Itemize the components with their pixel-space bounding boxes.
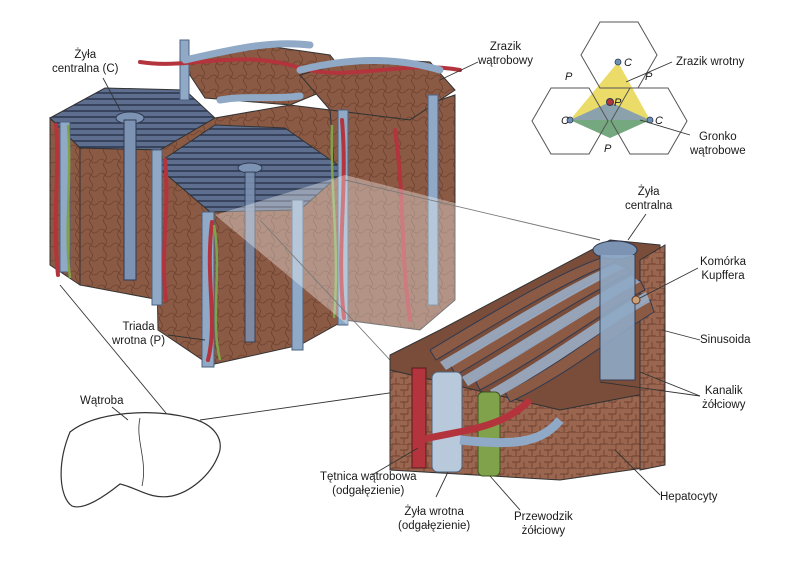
section-bile-duct (478, 392, 500, 476)
section-side (640, 245, 665, 470)
liver-outline (61, 413, 220, 507)
label-liver-acinus: Gronko wątrobowe (690, 130, 746, 158)
label-hepatocytes: Hepatocyty (660, 490, 718, 504)
section-artery (412, 368, 426, 468)
hex-label-c-top: C (624, 57, 632, 69)
hex-portal-triad-center (607, 99, 614, 106)
label-bile-ductule: Przewodzik żółciowy (514, 510, 573, 538)
hex-central-vein-top (615, 59, 621, 65)
label-portal-triad: Triada wrotna (P) (112, 320, 165, 348)
label-sinusoid: Sinusoida (700, 333, 751, 347)
label-hepatic-lobule: Zrazik wątrobowy (478, 40, 533, 68)
label-central-vein-c: Żyła centralna (C) (52, 48, 118, 76)
central-vein-left (124, 120, 136, 280)
section-portal-vein (432, 372, 462, 472)
central-vein-front (245, 172, 255, 342)
label-bile-canaliculus: Kanalik żółciowy (702, 384, 745, 412)
hex-schematic: C C C P P P P (532, 22, 687, 155)
label-portal-vein: Żyła wrotna (odgałęzienie) (398, 505, 470, 533)
label-liver: Wątroba (80, 394, 123, 408)
hex-label-p-left: P (565, 71, 573, 83)
sinusoid-central-vein-body (600, 255, 635, 380)
label-portal-lobule: Zrazik wrotny (676, 55, 744, 69)
hex-label-c-left: C (561, 115, 569, 127)
label-kupffer-cell: Komórka Kupffera (700, 255, 746, 283)
acinus-lower (570, 120, 650, 138)
label-central-vein: Żyła centralna (625, 185, 672, 213)
hex-label-p-bottom: P (604, 143, 612, 155)
kupffer-cell (632, 296, 640, 304)
lobule-left-front (80, 148, 160, 300)
hex-label-p-center: P (614, 97, 622, 109)
label-hepatic-artery: Tętnica wątrobowa (odgałęzienie) (320, 470, 417, 498)
